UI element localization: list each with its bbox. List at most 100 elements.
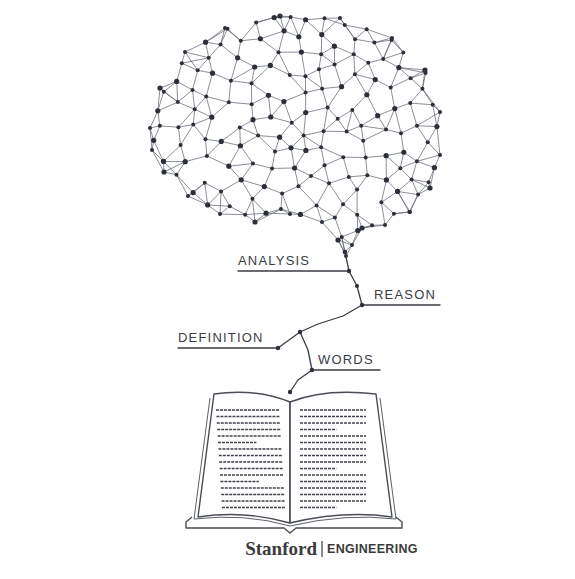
step-label: WORDS (318, 352, 374, 367)
text-line (300, 468, 336, 470)
logo-divider (321, 541, 322, 557)
network-link (322, 89, 327, 108)
network-link (401, 133, 404, 152)
network-link (291, 17, 299, 37)
network-dot (193, 107, 197, 111)
network-link (409, 195, 418, 213)
left-page (198, 392, 290, 523)
text-line (300, 442, 366, 444)
network-dot (162, 90, 166, 94)
network-dot (353, 72, 357, 76)
network-link (349, 177, 357, 190)
network-dot (151, 138, 156, 143)
network-dot (303, 148, 308, 153)
network-link (366, 158, 368, 176)
network-dot (207, 56, 211, 60)
network-dot (398, 166, 402, 170)
network-link (428, 127, 437, 143)
network-link (417, 155, 440, 161)
network-link (306, 18, 325, 19)
network-dot (279, 207, 283, 211)
step-label: DEFINITION (178, 330, 264, 345)
network-link (291, 135, 304, 147)
network-dot (383, 223, 387, 227)
network-link (282, 194, 290, 214)
network-link (193, 117, 212, 124)
network-link (324, 131, 347, 132)
network-link (279, 31, 285, 52)
text-line (220, 481, 258, 483)
network-link (352, 228, 362, 245)
network-link (240, 127, 258, 135)
network-link (208, 191, 221, 205)
network-dot (323, 16, 327, 20)
network-dot (226, 164, 231, 169)
network-dot (370, 223, 374, 227)
network-link (239, 127, 241, 145)
network-dot (416, 193, 420, 197)
network-link (195, 97, 206, 110)
network-dot (338, 16, 342, 20)
network-dot (364, 92, 369, 97)
network-dot (203, 40, 208, 45)
text-line (219, 455, 283, 457)
network-link (241, 180, 264, 187)
network-dot (401, 50, 405, 54)
step-label: ANALYSIS (238, 253, 310, 268)
network-dot (296, 184, 300, 188)
network-link (361, 116, 377, 126)
network-dot (298, 212, 303, 217)
path-line (290, 332, 312, 392)
network-link (334, 46, 335, 64)
network-link (251, 83, 252, 104)
network-link (383, 59, 399, 67)
network-dot (252, 64, 257, 69)
network-dot (235, 55, 240, 60)
text-line (300, 474, 366, 476)
network-dot (340, 235, 344, 239)
network-dot (319, 52, 323, 56)
network-link (193, 125, 205, 140)
text-line (219, 461, 283, 463)
network-dot (365, 27, 369, 31)
network-link (290, 75, 306, 93)
network-link (417, 126, 428, 143)
network-link (150, 111, 158, 128)
network-link (231, 67, 255, 81)
network-link (378, 109, 395, 116)
network-dot (204, 95, 208, 99)
network-link (410, 195, 418, 212)
network-dot (210, 71, 215, 76)
network-link (347, 126, 362, 132)
network-dot (280, 192, 284, 196)
network-link (272, 167, 295, 168)
network-dot (290, 121, 294, 125)
network-dot (250, 102, 254, 106)
network-link (178, 109, 194, 127)
network-dot (175, 173, 179, 177)
path-dots (276, 250, 364, 394)
network-dot (252, 219, 257, 224)
network-link (253, 117, 271, 120)
network-dot (320, 220, 324, 224)
network-link (164, 145, 181, 161)
text-line (300, 416, 366, 418)
logo-text: Stanford (245, 538, 317, 560)
network-dot (333, 216, 337, 220)
network-link (367, 29, 392, 38)
network-link (221, 45, 238, 58)
network-dot (361, 139, 365, 143)
text-line (221, 487, 285, 489)
network-link (206, 29, 228, 43)
network-dot (191, 190, 196, 195)
network-link (245, 199, 252, 215)
network-dot (355, 188, 359, 192)
network-link (241, 39, 261, 41)
network-link (229, 146, 241, 166)
network-link (252, 199, 255, 222)
network-link (398, 180, 412, 192)
network-link (253, 164, 272, 169)
network-dot (266, 93, 271, 98)
network-link (188, 196, 208, 205)
network-dot (238, 125, 242, 129)
